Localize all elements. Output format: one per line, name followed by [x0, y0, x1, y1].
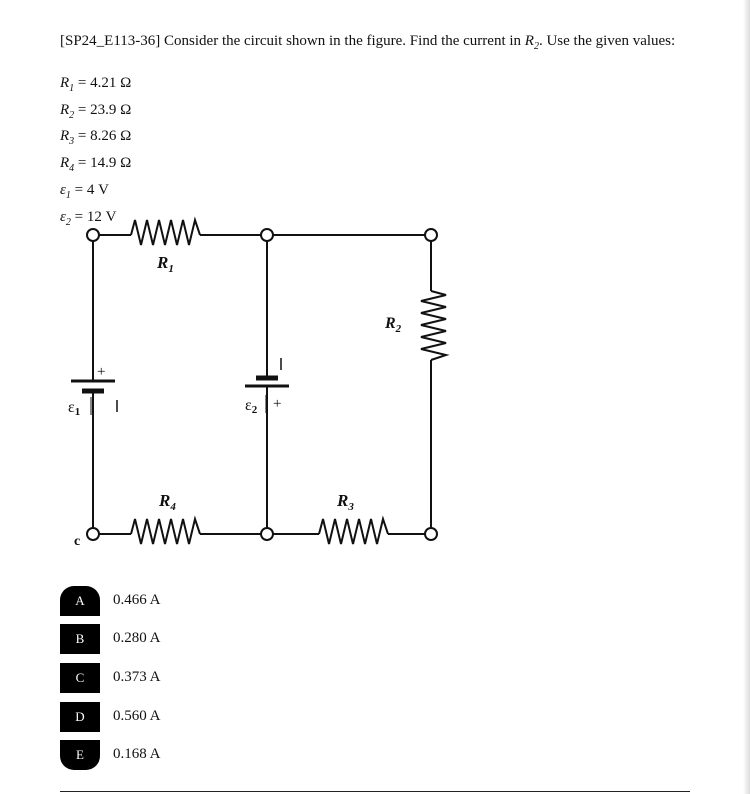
value-e2: ε2 = 12 V: [60, 207, 131, 234]
value-r2: R2 = 23.9 Ω: [60, 100, 131, 127]
terminals: [86, 228, 438, 541]
question-id: [SP24_E113-36]: [60, 33, 161, 49]
value-r3: R3 = 8.26 Ω: [60, 126, 131, 153]
label-r2: R2: [384, 315, 402, 335]
resistor-r4: [130, 515, 201, 545]
value-subscript: 1: [69, 83, 75, 94]
value-amount: = 4.21 Ω: [74, 75, 132, 91]
label-node-c: c: [74, 534, 80, 549]
value-amount: = 23.9 Ω: [74, 101, 132, 118]
question-prompt: Consider the circuit shown in the figure…: [160, 33, 525, 49]
label-symbol: R: [156, 253, 168, 272]
value-symbol: R: [60, 75, 70, 91]
label-symbol: ε: [68, 399, 75, 416]
label-r3: R3: [336, 491, 354, 513]
value-amount: = 12 V: [70, 208, 117, 225]
label-e2: ε2: [245, 397, 258, 416]
value-e1: ε1 = 4 V: [60, 180, 131, 207]
value-amount: = 4 V: [70, 181, 109, 198]
choice-a[interactable]: A 0.466 A: [60, 586, 260, 616]
value-r1: R1 = 4.21 Ω: [60, 73, 131, 100]
terminal-node-c: [86, 527, 100, 541]
choice-text: 0.168 A: [113, 746, 161, 762]
terminal-node: [424, 527, 438, 541]
target-variable: R: [524, 33, 534, 49]
question-instruction: . Use the given values:: [538, 33, 676, 49]
label-e1: ε1: [68, 399, 80, 418]
terminal-node: [260, 527, 274, 541]
resistor-r2: [420, 290, 450, 361]
label-subscript: 2: [252, 404, 258, 416]
battery-e1: [71, 379, 118, 412]
value-subscript: 1: [65, 189, 71, 201]
choice-text: 0.373 A: [113, 669, 161, 685]
value-symbol: R: [60, 155, 70, 172]
choice-badge: B: [60, 624, 100, 654]
label-symbol: R: [158, 491, 170, 510]
choice-text: 0.560 A: [113, 708, 161, 724]
bottom-divider: [60, 791, 690, 792]
label-subscript: 2: [395, 323, 402, 335]
terminal-node: [424, 228, 438, 242]
value-symbol: ε: [60, 208, 66, 225]
choice-text: 0.280 A: [113, 630, 161, 646]
resistor-r1: [130, 216, 201, 246]
label-symbol: R: [336, 491, 348, 510]
label-subscript: 1: [75, 406, 81, 418]
label-r4: R4: [158, 491, 176, 513]
value-subscript: 4: [69, 163, 75, 175]
value-amount: = 14.9 Ω: [74, 155, 132, 172]
choice-d[interactable]: D 0.560 A: [60, 702, 260, 732]
question-text: [SP24_E113-36] Consider the circuit show…: [60, 31, 700, 57]
battery-labels: ε1 + ε2 + c: [68, 364, 281, 549]
battery-e2: [245, 358, 289, 388]
choice-badge: A: [60, 586, 100, 616]
choice-e[interactable]: E 0.168 A: [60, 740, 260, 770]
value-amount: = 8.26 Ω: [74, 128, 132, 145]
choice-text: 0.466 A: [113, 592, 161, 608]
plus-sign-e2: +: [273, 396, 281, 412]
choice-badge: D: [60, 702, 100, 732]
label-subscript: 1: [168, 263, 174, 275]
resistor-r3: [318, 515, 389, 545]
value-subscript: 3: [69, 136, 75, 148]
label-symbol: ε: [245, 397, 252, 414]
label-r1: R1: [156, 253, 174, 275]
choice-c[interactable]: C 0.373 A: [60, 663, 260, 693]
value-subscript: 2: [69, 109, 75, 121]
value-symbol: R: [60, 128, 70, 145]
terminal-node: [86, 228, 100, 242]
choice-badge: E: [60, 740, 100, 770]
value-subscript: 2: [65, 216, 71, 228]
target-subscript: 2: [533, 41, 539, 52]
given-values-list: R1 = 4.21 Ω R2 = 23.9 Ω R3 = 8.26 Ω R4 =…: [60, 73, 131, 233]
label-subscript: 4: [169, 501, 176, 513]
value-r4: R4 = 14.9 Ω: [60, 153, 131, 180]
terminal-node: [260, 228, 274, 242]
label-symbol: R: [384, 315, 396, 332]
value-symbol: ε: [60, 181, 66, 198]
plus-sign-e1: +: [97, 364, 105, 380]
choice-badge: C: [60, 663, 100, 693]
value-symbol: R: [60, 101, 70, 118]
choice-b[interactable]: B 0.280 A: [60, 624, 260, 654]
circuit-wires: [92, 216, 450, 545]
component-labels: R1 R4 R3 R2: [156, 253, 402, 513]
page-edge-shadow: [743, 0, 750, 794]
label-subscript: 3: [347, 501, 354, 513]
